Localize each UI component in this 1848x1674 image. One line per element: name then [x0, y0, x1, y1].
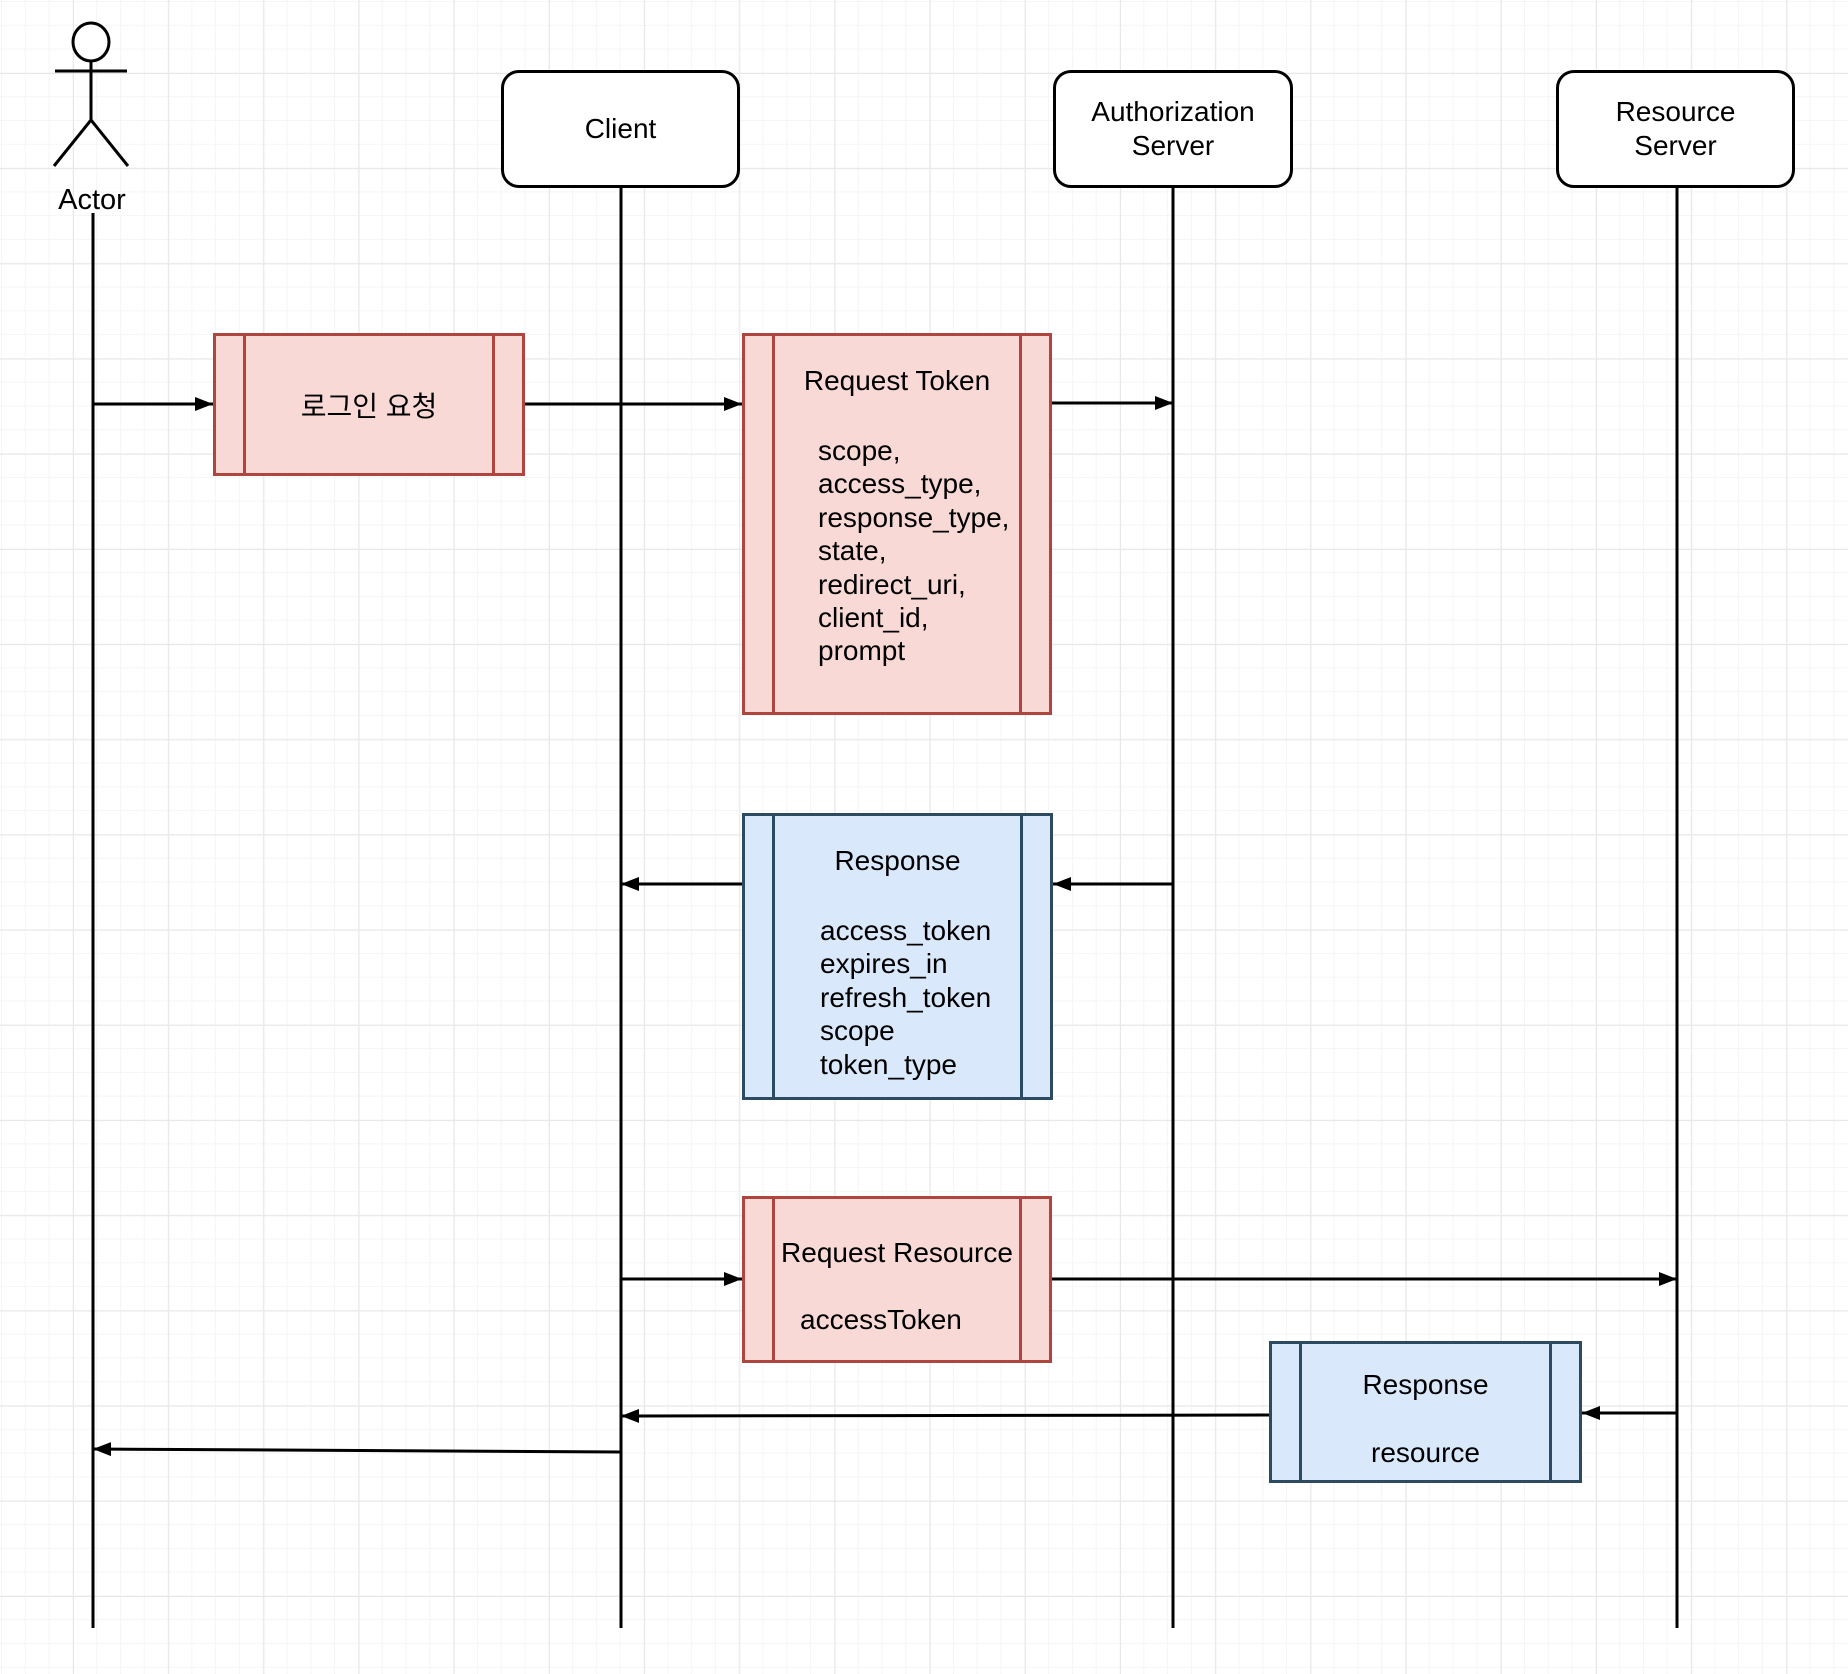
side-bar: [492, 336, 495, 473]
side-bar: [1549, 1344, 1552, 1480]
participant-client-label: Client: [584, 113, 657, 144]
message-params: resource: [1371, 1437, 1480, 1468]
message-title: Response: [1362, 1369, 1489, 1400]
arrow-client-to-actor: [92, 1442, 622, 1457]
side-bar: [772, 816, 775, 1097]
side-bar: [1019, 336, 1022, 712]
message-title: 로그인 요청: [300, 390, 438, 422]
param: scope,: [818, 435, 901, 466]
message-params: accessToken: [800, 1303, 962, 1336]
side-bar: [1299, 1344, 1302, 1480]
message-params: scope, access_type, response_type, state…: [818, 434, 1009, 668]
message-title: Request Resource: [781, 1237, 1013, 1268]
side-bar: [772, 1199, 775, 1360]
arrow-response2-box-to-client: [620, 1408, 1270, 1423]
message-box-token-response[interactable]: Response access_token expires_in refresh…: [742, 813, 1053, 1100]
param: state,: [818, 535, 887, 567]
param: scope: [820, 1015, 895, 1047]
param: redirect_uri,: [818, 568, 966, 600]
param: expires_in: [820, 948, 948, 980]
message-box-resource-response[interactable]: Response resource: [1269, 1341, 1582, 1483]
message-title: Response: [834, 845, 961, 876]
param: client_id,: [818, 602, 929, 634]
actor-leg-left: [52, 119, 93, 167]
participant-authorization-server-label: Authorization Server: [1091, 96, 1255, 161]
param: response_type,: [818, 501, 1010, 533]
actor-head: [71, 21, 111, 63]
message-title: Request Token: [803, 365, 991, 396]
param: refresh_token: [820, 981, 992, 1013]
message-box-login-request[interactable]: 로그인 요청: [213, 333, 525, 476]
participant-client[interactable]: Client: [501, 70, 740, 188]
side-bar: [772, 336, 775, 712]
participant-resource-server[interactable]: Resource Server: [1556, 70, 1795, 188]
param: access_token: [820, 915, 992, 946]
param: token_type: [820, 1048, 957, 1080]
message-params: access_token expires_in refresh_token sc…: [820, 914, 991, 1081]
side-bar: [1020, 816, 1023, 1097]
param: access_type,: [818, 468, 982, 500]
message-box-request-token[interactable]: Request Token scope, access_type, respon…: [742, 333, 1052, 715]
actor-figure[interactable]: [52, 21, 130, 167]
actor-leg-right: [89, 119, 130, 167]
side-bar: [1019, 1199, 1022, 1360]
participant-resource-server-label: Resource Server: [1615, 96, 1736, 161]
param: accessToken: [800, 1304, 962, 1335]
actor-label: Actor: [58, 184, 126, 216]
side-bar: [243, 336, 246, 473]
participant-authorization-server[interactable]: Authorization Server: [1053, 70, 1293, 188]
message-box-request-resource[interactable]: Request Resource accessToken: [742, 1196, 1052, 1363]
param: prompt: [818, 635, 906, 667]
